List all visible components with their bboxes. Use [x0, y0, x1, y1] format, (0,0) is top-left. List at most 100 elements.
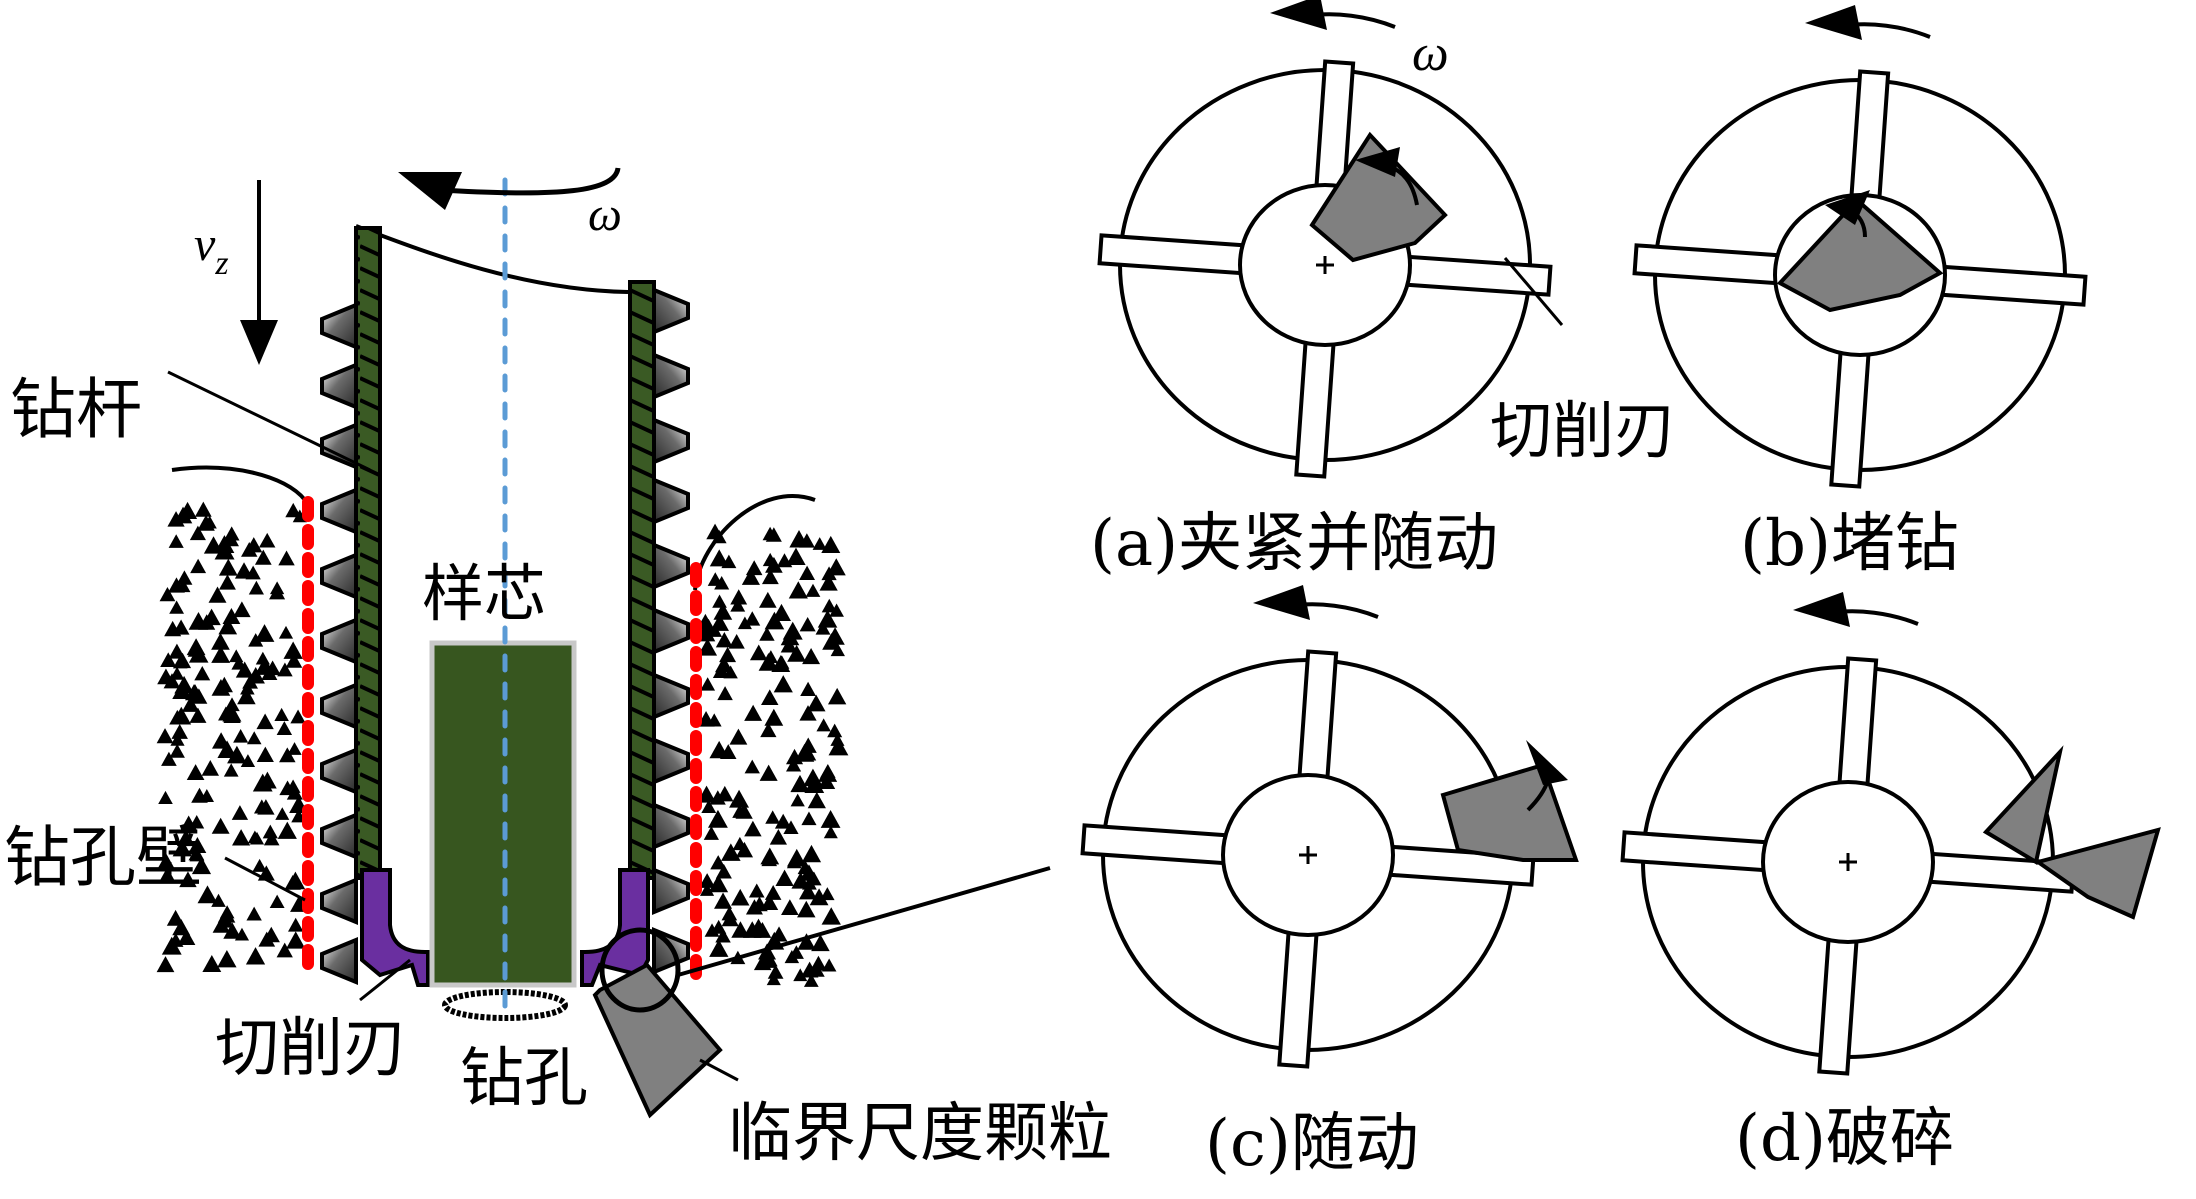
soil-particle: [174, 675, 194, 694]
soil-particle: [276, 721, 293, 736]
subfigure-d: [1620, 592, 2161, 1076]
soil-particle: [188, 684, 203, 698]
soil-particle: [786, 547, 806, 565]
soil-particle: [701, 799, 717, 814]
soil-particle: [259, 532, 276, 548]
drill-tooth: [652, 477, 690, 525]
soil-particle: [285, 779, 301, 793]
soil-particle: [785, 748, 804, 765]
soil-particle: [811, 934, 830, 952]
drill-tooth: [652, 417, 690, 465]
caption-b: (b)堵钻: [1740, 507, 1959, 581]
soil-particle: [288, 917, 304, 932]
caption-d: (d)破碎: [1735, 1102, 1954, 1176]
rotation-arrowhead: [1805, 5, 1862, 40]
soil-particle: [277, 662, 293, 677]
rotation-arrow: [1837, 609, 1919, 626]
soil-particle: [761, 568, 779, 585]
soil-particle: [156, 956, 175, 973]
soil-particle: [287, 742, 302, 755]
drill-tooth: [320, 937, 358, 985]
soil-particle: [158, 790, 173, 804]
soil-particle: [788, 581, 808, 599]
drill-tooth: [320, 487, 358, 535]
soil-particle: [189, 707, 207, 723]
soil-particle: [173, 506, 193, 524]
soil-particle: [219, 574, 236, 590]
soil-particle: [169, 743, 185, 758]
soil-particle: [801, 811, 817, 826]
soil-particle: [770, 926, 788, 942]
soil-particle: [800, 961, 819, 978]
soil-particle: [290, 709, 306, 724]
soil-particle: [248, 633, 264, 647]
rotation-arrowhead: [1270, 0, 1327, 30]
particle-rotation-arrowhead: [1355, 147, 1400, 177]
drill-tooth: [652, 352, 690, 400]
soil-particle: [759, 626, 775, 641]
soil-particle: [157, 853, 175, 869]
soil-particle: [828, 737, 849, 756]
soil-particle: [816, 718, 831, 732]
soil-particle: [721, 843, 741, 861]
soil-particle: [179, 871, 197, 888]
soil-particle: [797, 933, 816, 950]
soil-particle: [704, 923, 720, 937]
soil-particle: [709, 740, 729, 759]
contact-highlight-circle: [599, 927, 681, 1013]
soil-particle: [709, 549, 729, 567]
soil-particle: [697, 638, 718, 656]
rotation-arrowhead: [1253, 585, 1310, 620]
soil-particle: [729, 789, 750, 808]
soil-particle: [285, 871, 306, 890]
soil-particle: [803, 973, 819, 987]
soil-particle: [773, 675, 793, 693]
soil-particle: [197, 885, 218, 904]
soil-particle: [799, 737, 817, 753]
borehole-outline: [442, 989, 568, 1021]
soil-particle: [258, 771, 277, 789]
soil-particle: [820, 887, 835, 901]
soil-particle: [730, 589, 748, 605]
soil-particle: [234, 562, 254, 579]
soil-particle: [156, 728, 174, 744]
soil-particle: [775, 869, 794, 887]
drill-tooth: [320, 877, 358, 925]
soil-particle: [169, 709, 186, 725]
soil-particle: [818, 764, 838, 782]
soil-particle: [829, 603, 844, 617]
soil-particle: [262, 824, 278, 839]
soil-particle: [802, 647, 821, 665]
soil-particle: [728, 633, 745, 649]
soil-particle: [256, 746, 274, 763]
label-borehole: 钻孔: [460, 1042, 588, 1116]
subfigure-a: [1097, 0, 1553, 479]
soil-particle: [723, 665, 738, 679]
soil-particle: [241, 541, 258, 557]
soil-particle: [764, 885, 782, 900]
drill-cross-section: ω vz 钻杆 样芯 钻孔壁 切削刃 钻孔 临界尺度颗粒: [4, 167, 1112, 1171]
soil-particle: [710, 614, 729, 631]
soil-particle: [737, 616, 752, 630]
soil-particle: [782, 621, 803, 640]
soil-particle: [729, 728, 748, 745]
soil-particle: [807, 791, 826, 809]
soil-particle: [760, 722, 777, 738]
soil-particle: [806, 694, 826, 712]
core-sample: [429, 640, 577, 988]
soil-particle: [699, 883, 715, 896]
drill-tooth: [652, 867, 690, 915]
soil-particle: [246, 731, 262, 745]
leader-critical-particle: [699, 1058, 739, 1082]
soil-particle: [191, 856, 212, 875]
soil-particle: [217, 950, 237, 968]
soil-particle: [769, 829, 788, 845]
soil-particle: [826, 558, 846, 576]
soil-particle: [761, 689, 779, 706]
soil-particle: [765, 810, 781, 824]
soil-particle: [799, 565, 816, 580]
soil-particle: [760, 847, 780, 865]
soil-particle: [246, 666, 265, 684]
soil-particle: [233, 601, 251, 618]
feed-velocity-arrowhead: [240, 320, 278, 365]
